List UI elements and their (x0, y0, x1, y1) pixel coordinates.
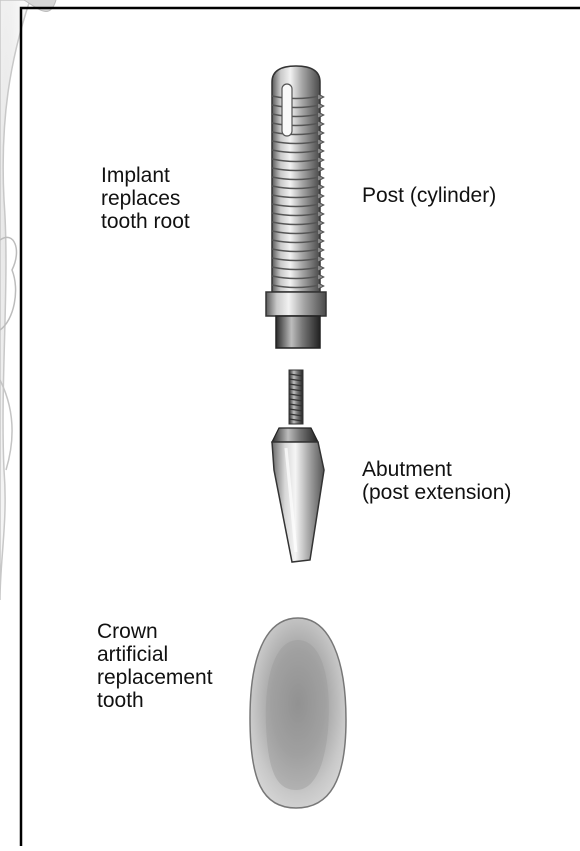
crown-artificial-tooth (250, 618, 346, 808)
implant-label: Implant replaces tooth root (101, 164, 190, 233)
abutment-label: Abutment (post extension) (362, 458, 511, 504)
abutment-post-extension (272, 370, 324, 562)
background-jaw-sketch (0, 0, 56, 600)
implant-post-cylinder (266, 66, 326, 348)
crown-label: Crown artificial replacement tooth (97, 620, 213, 712)
post-label: Post (cylinder) (362, 184, 496, 207)
